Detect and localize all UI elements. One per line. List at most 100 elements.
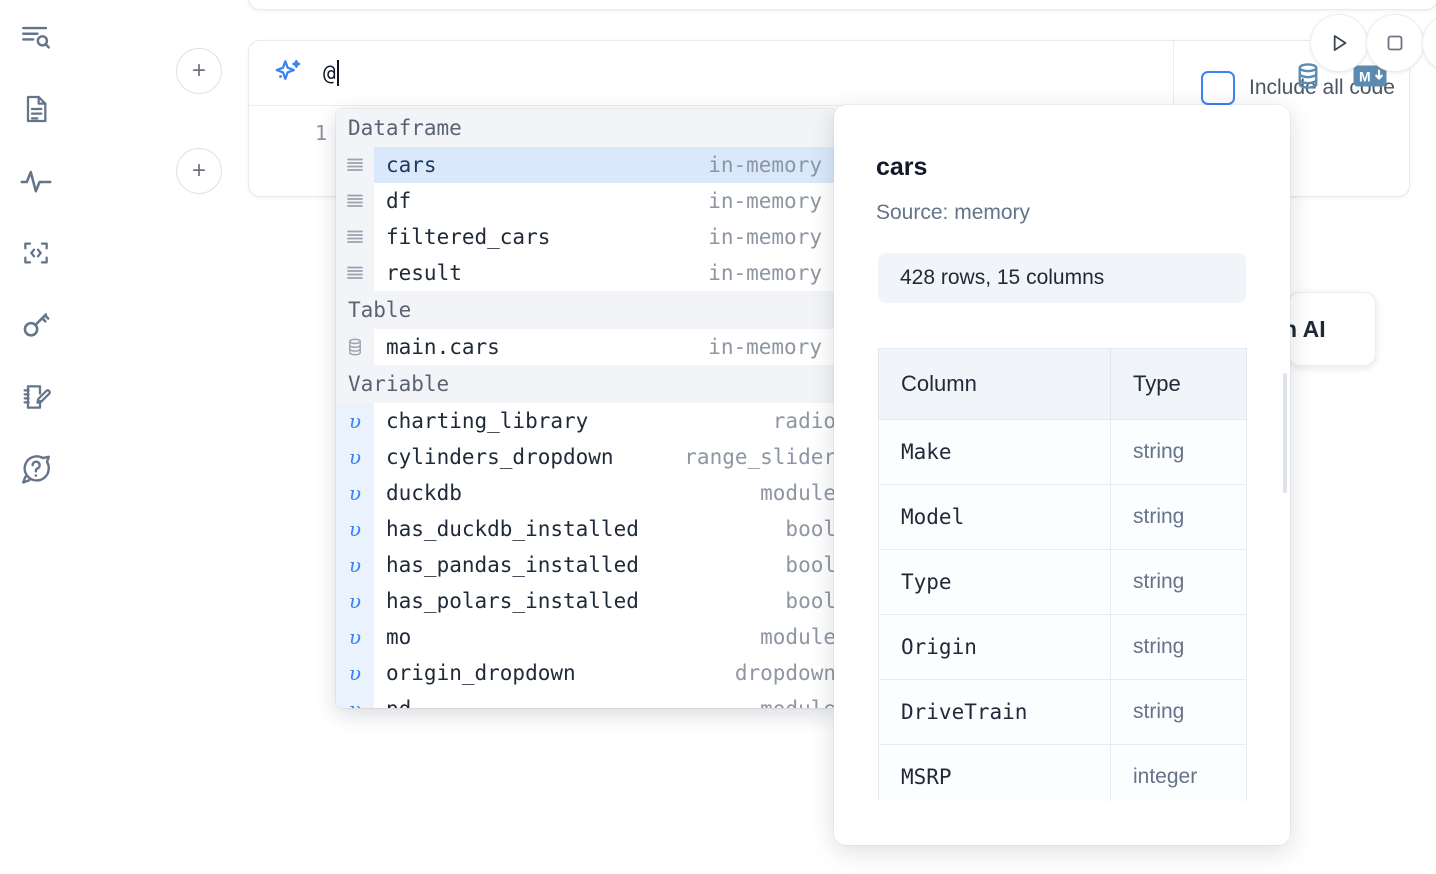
autocomplete-item-type: in-memory: [708, 335, 822, 359]
autocomplete-item-name: has_duckdb_installed: [386, 517, 639, 541]
schema-column-name: Model: [878, 484, 1111, 550]
autocomplete-item-name: cylinders_dropdown: [386, 445, 614, 469]
autocomplete-item-name: charting_library: [386, 409, 589, 433]
schema-column-type: integer: [1110, 744, 1247, 810]
schema-column-type: string: [1110, 484, 1247, 550]
variable-icon: υ: [336, 439, 374, 475]
plus-icon: +: [191, 57, 206, 84]
autocomplete-item-type: module: [760, 481, 836, 505]
include-all-code-checkbox[interactable]: [1201, 71, 1235, 105]
stop-cell-button[interactable]: [1366, 14, 1424, 72]
autocomplete-item-name: mo: [386, 625, 412, 649]
autocomplete-item[interactable]: υpdmodule: [336, 691, 836, 708]
run-cell-button[interactable]: [1310, 14, 1368, 72]
dataframe-icon: [336, 183, 374, 219]
with-ai-chip[interactable]: h AI: [1288, 292, 1376, 366]
with-ai-chip-label: h AI: [1289, 315, 1326, 342]
preview-bottom-fade: [834, 801, 1290, 845]
variable-icon: υ: [336, 583, 374, 619]
add-cell-above-button[interactable]: +: [176, 48, 222, 94]
editor-gutter: 1: [249, 105, 343, 195]
code-embed-icon[interactable]: [12, 229, 60, 277]
cell-output-icons: M: [1293, 61, 1387, 96]
schema-column-type: string: [1110, 549, 1247, 615]
autocomplete-item[interactable]: υ has_pandas_installed bool: [336, 547, 836, 583]
key-icon[interactable]: [12, 301, 60, 349]
autocomplete-item-type: in-memory: [708, 225, 822, 249]
autocomplete-item-name: cars: [386, 153, 437, 177]
autocomplete-item-type: bool: [785, 589, 836, 613]
variable-icon: υ: [336, 547, 374, 583]
notebook-card-above: [248, 0, 1436, 10]
autocomplete-item[interactable]: υ has_polars_installed bool: [336, 583, 836, 619]
table-db-icon: [336, 329, 374, 365]
notebook-edit-icon[interactable]: [12, 373, 60, 421]
schema-column-type: string: [1110, 614, 1247, 680]
code-editor-row: 1: [249, 105, 1409, 195]
ai-prompt-input-row[interactable]: @: [249, 41, 1174, 106]
file-explorer-icon[interactable]: [12, 14, 60, 62]
schema-column-name: Type: [878, 549, 1111, 615]
markdown-icon[interactable]: M: [1353, 63, 1387, 94]
autocomplete-item-name: has_pandas_installed: [386, 553, 639, 577]
preview-title: cars: [876, 153, 928, 181]
ai-prompt-input[interactable]: @: [323, 60, 339, 86]
line-number: 1: [314, 121, 327, 145]
more-actions-button[interactable]: [1422, 14, 1436, 72]
add-cell-below-button[interactable]: +: [176, 148, 222, 194]
variable-icon: υ: [336, 655, 374, 691]
autocomplete-group-header: Dataframe: [336, 109, 836, 147]
preview-shape-badge: 428 rows, 15 columns: [878, 253, 1246, 303]
autocomplete-item-type: range_slider: [684, 445, 836, 469]
autocomplete-item-type: bool: [785, 553, 836, 577]
variable-icon: υ: [336, 691, 374, 708]
table-header-row: Column Type: [878, 348, 1247, 420]
document-icon[interactable]: [12, 85, 60, 133]
text-caret: [336, 60, 339, 86]
dataframe-icon: [336, 255, 374, 291]
autocomplete-group-header: Variable: [336, 365, 836, 403]
autocomplete-item-name: df: [386, 189, 412, 213]
ai-sparkle-icon: [271, 56, 305, 90]
autocomplete-item-type: module: [760, 625, 836, 649]
autocomplete-item[interactable]: cars in-memory: [336, 147, 836, 183]
schema-column-type: string: [1110, 419, 1247, 485]
help-chat-icon[interactable]: [12, 445, 60, 493]
schema-column-type: string: [1110, 679, 1247, 745]
preview-source: Source: memory: [876, 201, 1031, 224]
autocomplete-item-name: has_polars_installed: [386, 589, 639, 613]
autocomplete-item-name: main.cars: [386, 335, 500, 359]
ai-prompt-value: @: [323, 61, 336, 85]
preview-scrollbar[interactable]: [1283, 373, 1287, 493]
svg-text:M: M: [1359, 69, 1371, 85]
autocomplete-item-type: radio: [772, 409, 836, 433]
column-header-column: Column: [878, 348, 1111, 420]
left-icon-rail: [0, 0, 72, 874]
activity-icon[interactable]: [12, 158, 60, 206]
autocomplete-item-name: origin_dropdown: [386, 661, 576, 685]
dataframe-icon: [336, 219, 374, 255]
variable-icon: υ: [336, 619, 374, 655]
autocomplete-item[interactable]: df in-memory: [336, 183, 836, 219]
autocomplete-item-type: in-memory: [708, 189, 822, 213]
autocomplete-item[interactable]: υ cylinders_dropdown range_slider: [336, 439, 836, 475]
database-icon[interactable]: [1293, 61, 1323, 96]
autocomplete-item-name: pd: [374, 697, 411, 708]
schema-column-name: DriveTrain: [878, 679, 1111, 745]
autocomplete-item-type: in-memory: [708, 153, 822, 177]
autocomplete-item[interactable]: main.cars in-memory: [336, 329, 836, 365]
